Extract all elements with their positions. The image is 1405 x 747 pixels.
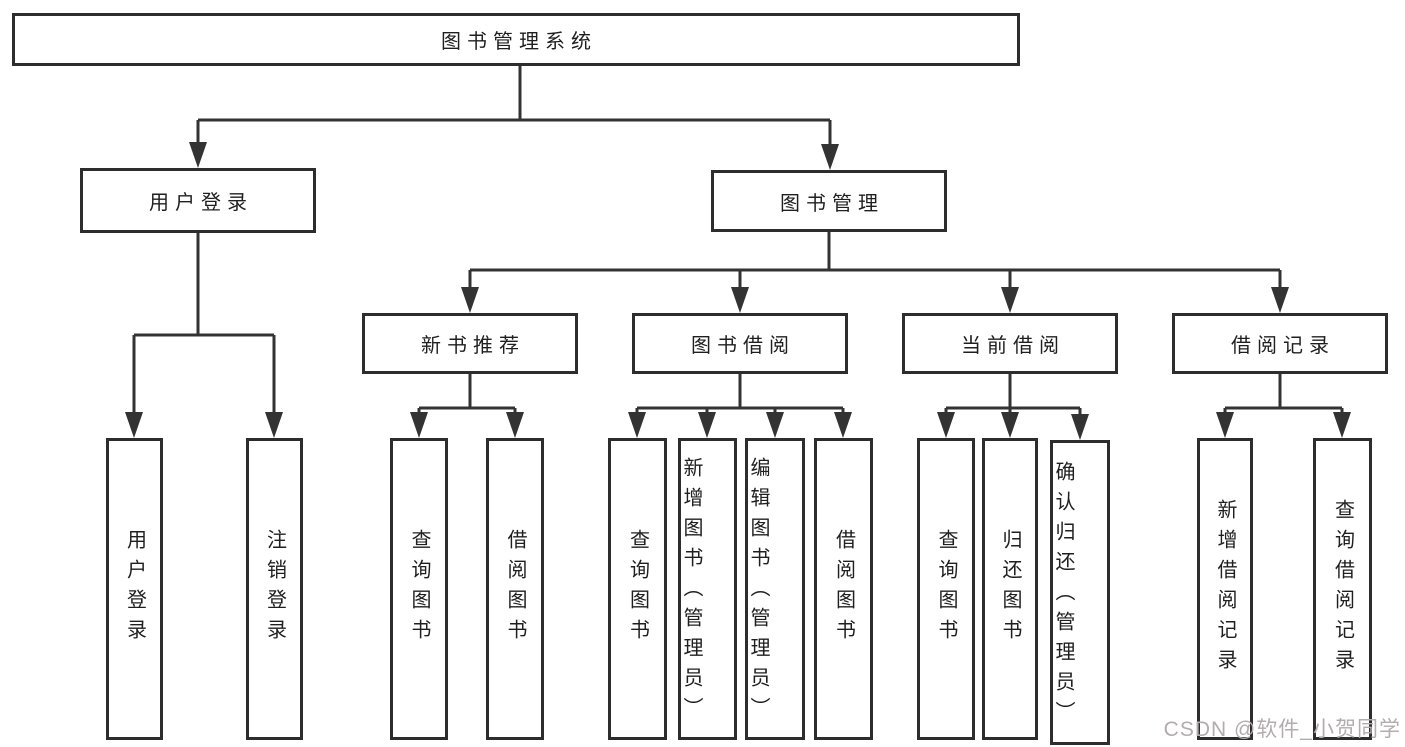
node-new-book-recommendation: 新书推荐 [362, 313, 578, 374]
leaf-return-books: 归还图书 [982, 438, 1038, 740]
node-book-borrowing: 图书借阅 [632, 313, 848, 374]
leaf-confirm-return-admin: 确认归还（管理员） [1050, 440, 1110, 745]
node-book-management: 图书管理 [711, 170, 947, 232]
leaf-add-borrow-record: 新增借阅记录 [1197, 438, 1253, 740]
leaf-query-books-1: 查询图书 [390, 438, 448, 740]
leaf-add-books-admin: 新增图书（管理员） [678, 438, 737, 740]
leaf-borrow-books-2: 借阅图书 [814, 438, 873, 740]
leaf-borrow-books-1: 借阅图书 [486, 438, 544, 740]
leaf-query-books-3: 查询图书 [917, 438, 975, 740]
arrowhead-icons [125, 142, 1351, 440]
leaf-edit-books-admin: 编辑图书（管理员） [745, 438, 805, 740]
node-current-borrowing: 当前借阅 [902, 313, 1118, 374]
node-library-management-system: 图书管理系统 [12, 13, 1020, 66]
node-borrowing-records: 借阅记录 [1172, 313, 1388, 374]
node-user-login: 用户登录 [80, 168, 316, 233]
watermark: CSDN @软件_小贺同学 [1163, 718, 1401, 741]
leaf-user-login: 用户登录 [106, 438, 163, 740]
leaf-query-books-2: 查询图书 [608, 438, 667, 740]
leaf-query-borrow-record: 查询借阅记录 [1313, 438, 1372, 740]
leaf-logout: 注销登录 [246, 438, 303, 740]
